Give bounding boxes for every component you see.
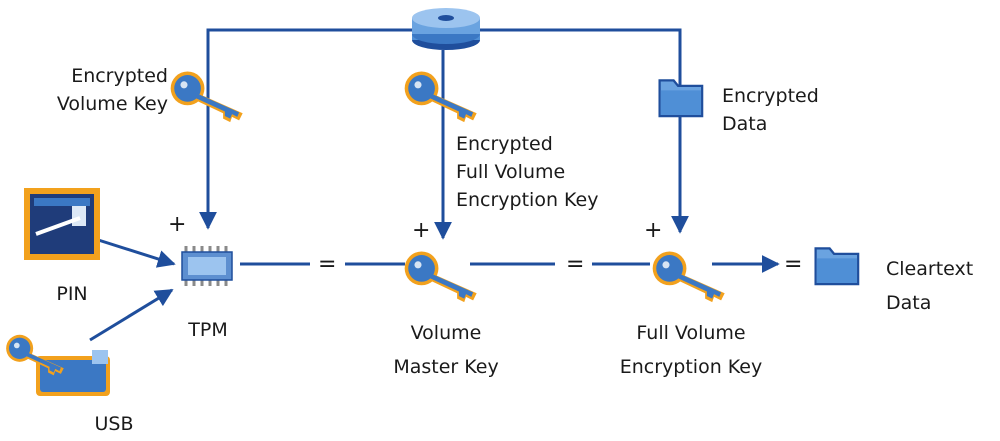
plus-sign-vmk: + [412,218,431,243]
volume-master-key-line-2: Master Key [393,356,499,378]
volume-master-key-icon [404,251,477,303]
cleartext-data-line-1: Cleartext [886,258,974,280]
plus-sign-tpm: + [168,212,187,237]
encrypted-fvek-line-1: Encrypted [456,133,553,155]
volume-master-key-line-1: Volume [410,322,482,344]
fvek-key-icon [652,251,725,303]
equals-sign-2: = [566,252,585,277]
encrypted-fvek-line-2: Full Volume [456,161,566,183]
encrypted-volume-key-line-2: Volume Key [56,93,168,115]
plus-sign-fvek: + [644,218,663,243]
encrypted-data-label: Encrypted Data [722,82,819,138]
tpm-label: TPM [188,319,228,341]
equals-sign-1: = [318,252,337,277]
encrypted-volume-key-label: Encrypted Volume Key [48,62,168,118]
usb-to-tpm-line [89,288,174,342]
encrypted-fvek-line-3: Encryption Key [456,189,599,211]
cleartext-data-label: Cleartext Data [886,252,973,320]
tpm-chip-icon [181,246,233,286]
pin-to-tpm-line [91,236,176,268]
pin-label: PIN [56,283,88,305]
disk-to-fvek-line [480,28,689,234]
usb-small-key-icon [6,334,64,376]
equals-sign-3: = [784,252,803,277]
volume-master-key-label: Volume Master Key [376,316,516,384]
encrypted-fvek-key-icon [404,71,477,123]
fvek-line-1: Full Volume [636,322,746,344]
usb-label: USB [94,413,134,435]
disk-stack-icon [412,8,480,50]
disk-to-tpm-line [199,28,412,230]
pin-keypad-icon [24,188,100,260]
cleartext-data-line-2: Data [886,292,932,314]
encrypted-data-folder-icon [658,79,704,118]
encrypted-data-line-1: Encrypted [722,85,819,107]
cleartext-data-folder-icon [814,247,860,286]
encrypted-fvek-label: Encrypted Full Volume Encryption Key [456,130,599,214]
connector-lines [89,28,780,342]
encrypted-volume-key-line-1: Encrypted [71,65,168,87]
fvek-label: Full Volume Encryption Key [596,316,786,384]
usb-key-icon [36,350,110,396]
encrypted-data-line-2: Data [722,113,768,135]
fvek-line-2: Encryption Key [619,356,763,378]
